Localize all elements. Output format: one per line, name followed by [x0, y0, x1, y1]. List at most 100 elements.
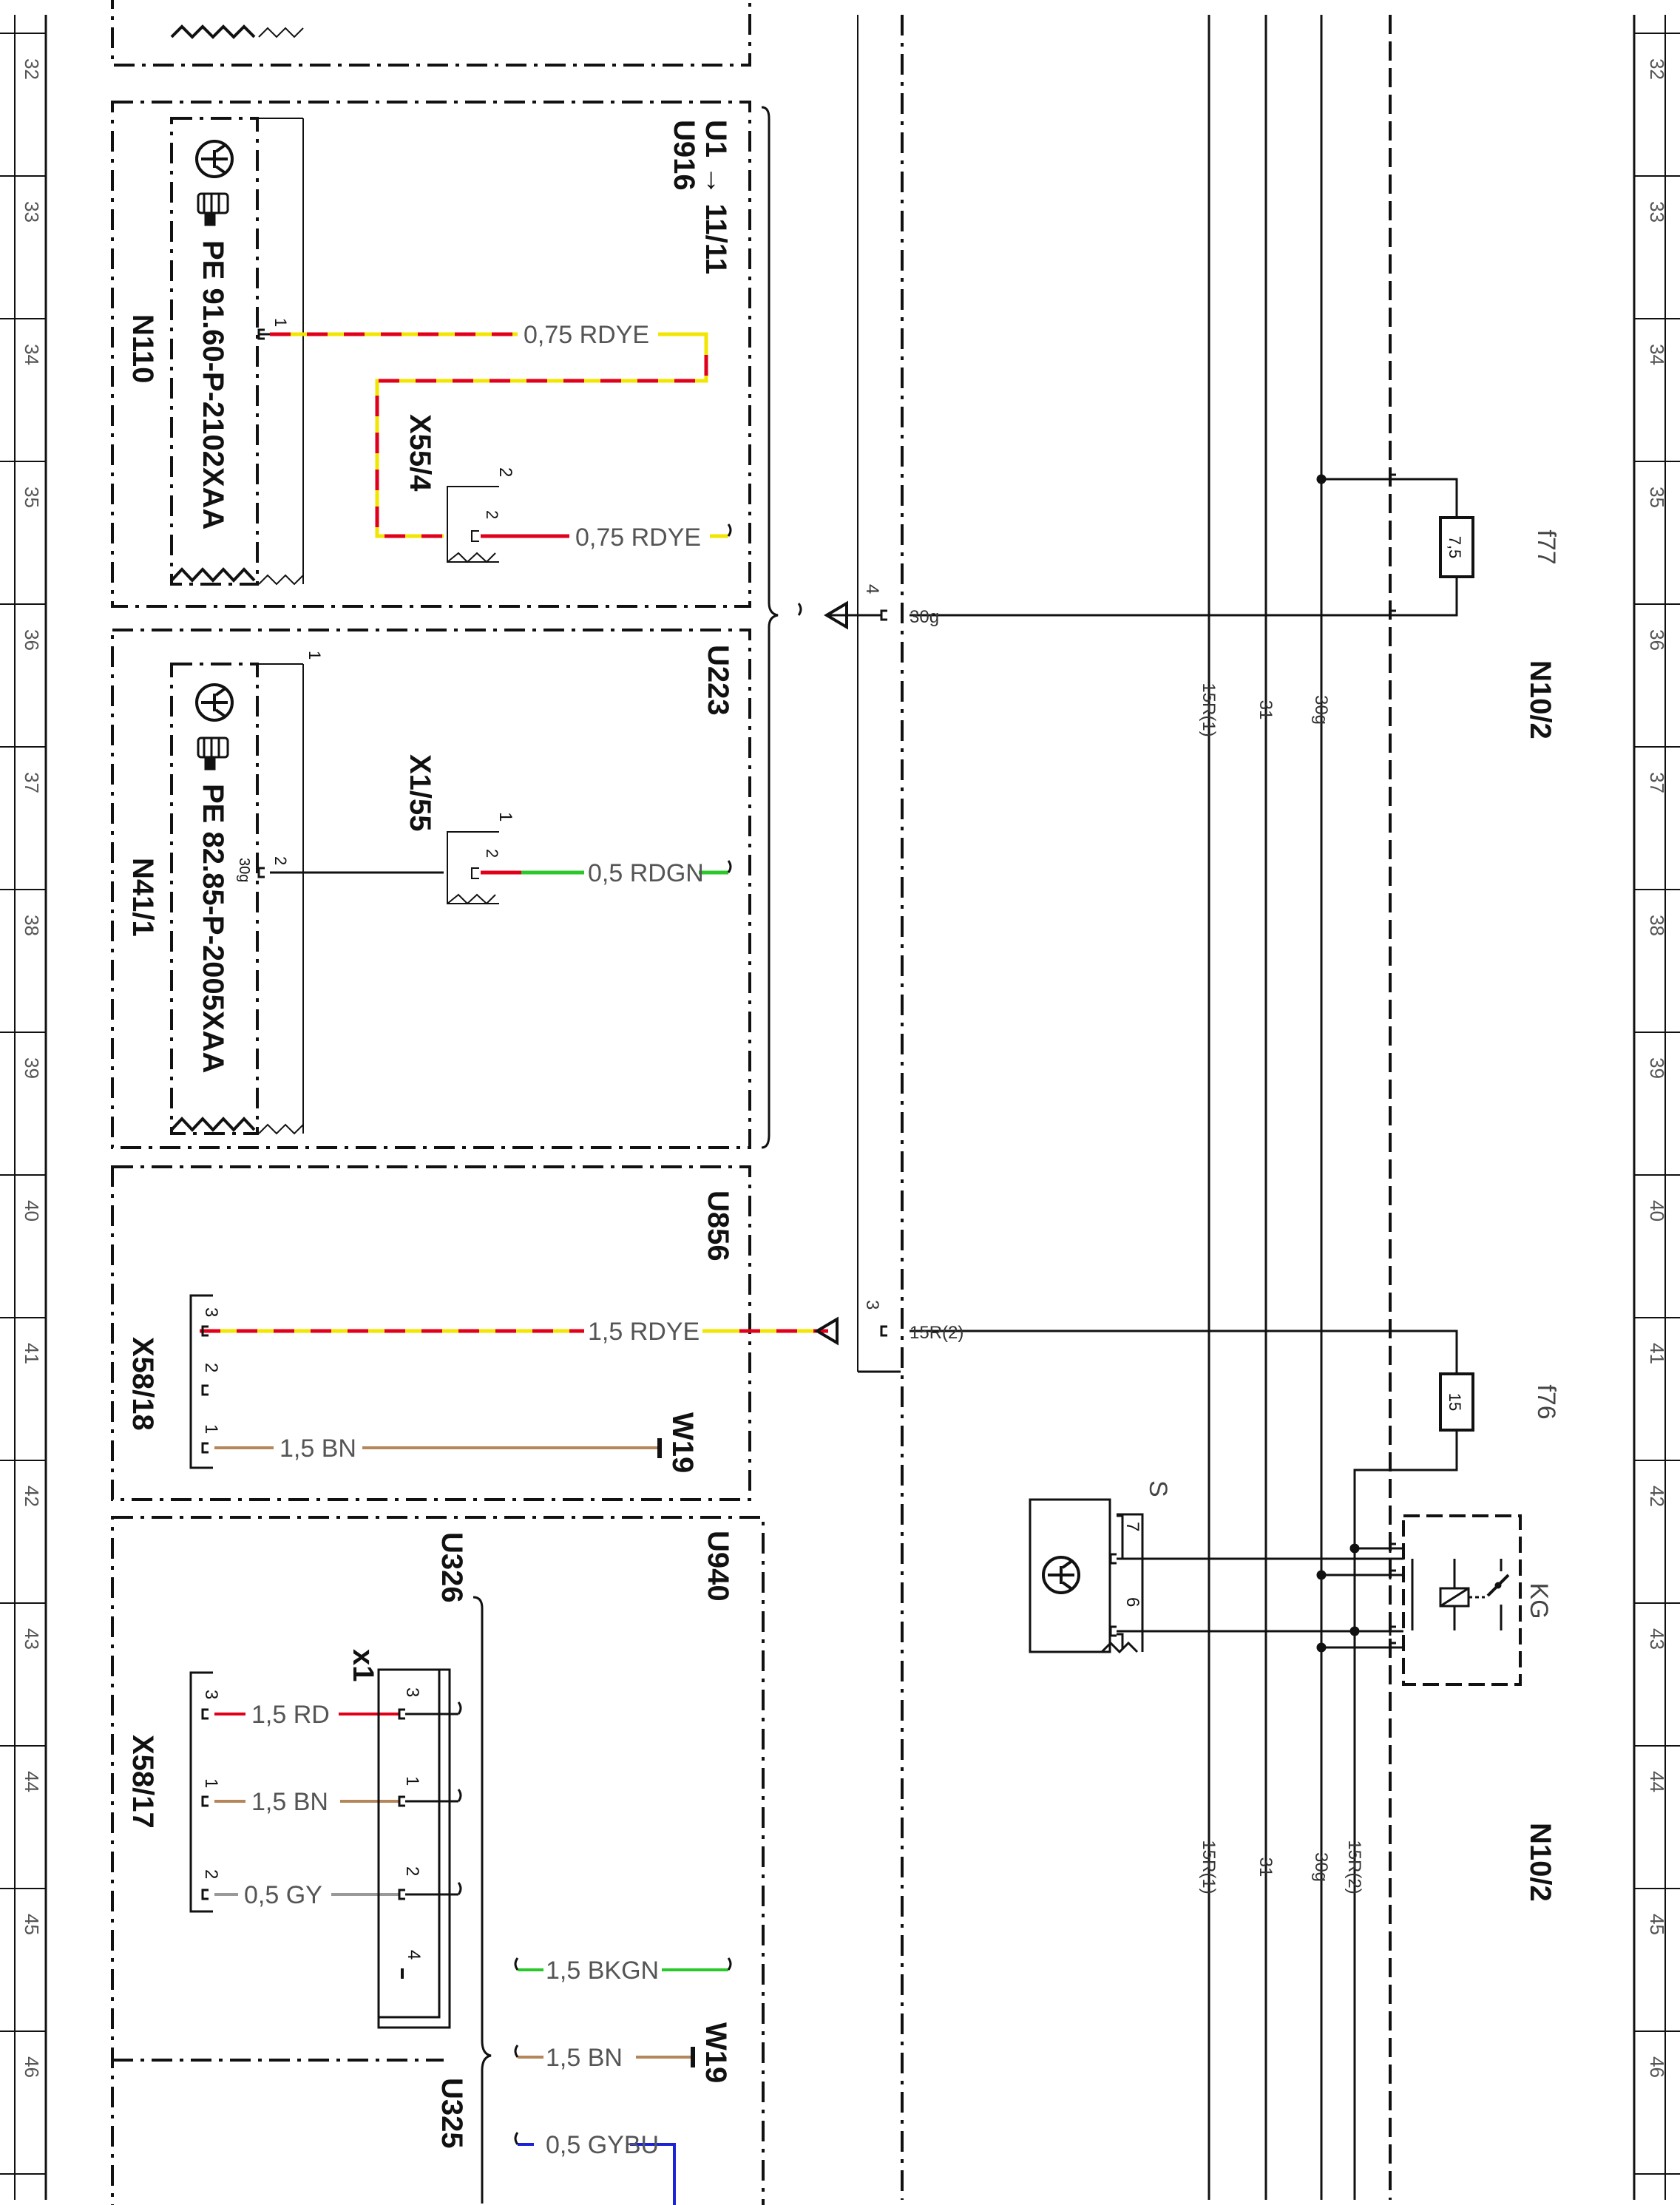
frame-u223-label: U223: [702, 645, 734, 716]
x58-18-connector: [189, 1294, 213, 1469]
fuse-f77-rating: 7,5: [1446, 536, 1464, 559]
wire-label-n41-1: 0,5 RDGN: [588, 859, 704, 887]
n41-1-pin: [257, 867, 265, 878]
component-s-pin-6: 6: [1122, 1597, 1142, 1607]
ruler-number: 37: [21, 772, 43, 793]
x58-17-pin-1: 1: [201, 1778, 221, 1788]
x55-4-pin-a: 2: [495, 467, 515, 477]
pin-3-label: 3: [862, 1300, 882, 1310]
x58-18-pin-2: 2: [201, 1363, 221, 1372]
w19-ref-a: W19: [666, 1412, 699, 1473]
x1-label: x1: [347, 1649, 379, 1682]
frame-u325-label: U325: [436, 2078, 468, 2149]
wire-label-bn: 1,5 BN: [546, 2044, 623, 2072]
n10-2-top-label: N10/2: [1524, 660, 1557, 739]
pin-4-label: 4: [862, 584, 882, 594]
bus-label-30g-bot: 30g: [1311, 1852, 1331, 1882]
ruler-number: 32: [21, 58, 43, 80]
x1-pin-4: 4: [404, 1950, 424, 1960]
bus-label-15r1-bot: 15R(1): [1199, 1840, 1219, 1894]
wire-label-n110-b: 0,75 RDYE: [575, 524, 701, 552]
wire-label-x58-18-3: 1,5 RDYE: [588, 1318, 700, 1346]
ruler-number: 36: [21, 629, 43, 651]
main-dividers: [857, 15, 1392, 2200]
frames: [111, 0, 1522, 2205]
frame-u326-label: U326: [436, 1532, 468, 1603]
x58-18-label: X58/18: [126, 1337, 159, 1431]
component-s: [1029, 1498, 1403, 1654]
ruler-number: 44: [21, 1771, 43, 1792]
x58-18-pin-3: 3: [201, 1307, 221, 1317]
pointing-hand-icon: [197, 192, 229, 226]
net-15r2-label: 15R(2): [910, 1323, 963, 1343]
ruler-number: 39: [1646, 1057, 1668, 1079]
transistor-circle-icon: [195, 140, 234, 178]
transistor-circle-icon: [1042, 1556, 1080, 1594]
frame-top-partial: [111, 0, 751, 67]
pointing-hand-icon: [197, 736, 229, 770]
frame-u916: [111, 101, 751, 608]
cu-edges: [170, 24, 304, 1135]
wire-label-x58-18-1: 1,5 BN: [280, 1435, 356, 1463]
w19-ref-b: W19: [700, 2022, 732, 2083]
x55-4-pin-b: 2: [483, 510, 501, 519]
x1-pin-2: 2: [402, 1866, 422, 1876]
component-labels: PE 91.60-P-2102XAA N110 PE 82.85-P-2005X…: [126, 120, 1557, 2149]
x55-4-connector: [447, 486, 499, 563]
ruler-number: 33: [21, 201, 43, 223]
wire-label-x58-17-2: 0,5 GY: [244, 1881, 322, 1909]
frame-u940-label: U940: [702, 1531, 734, 1602]
wire-break-marks: [514, 524, 732, 2145]
n110-part-label: PE 91.60-P-2102XAA: [197, 240, 229, 529]
n41-1-ref-label: N41/1: [126, 858, 159, 937]
n110-pin-number: 1: [271, 318, 290, 327]
x1-55-connector: [447, 831, 499, 905]
n110-ref-label: N110: [126, 314, 159, 383]
ruler-number: 46: [1646, 2056, 1668, 2078]
wire-label-gybu: 0,5 GYBU: [546, 2131, 659, 2159]
net-30g-label: 30g: [910, 607, 939, 627]
braces: [472, 106, 779, 2204]
ruler-number: 40: [21, 1200, 43, 1222]
wire-label-x58-17-3: 1,5 RD: [251, 1701, 330, 1729]
bus-label-31-top: 31: [1256, 700, 1276, 720]
n110-pin: [257, 328, 270, 340]
x1-connector: [377, 1668, 462, 2029]
ruler-number: 32: [1646, 58, 1668, 80]
center-connections: [797, 600, 1390, 1373]
ruler-number: 34: [21, 344, 43, 365]
frame-kg: [1402, 1514, 1522, 1686]
ruler-number: 43: [21, 1628, 43, 1650]
ruler-number: 42: [1646, 1486, 1668, 1507]
n41-1-part-label: PE 82.85-P-2005XAA: [197, 784, 229, 1073]
ruler-number: 45: [21, 1914, 43, 1935]
component-s-pin-7: 7: [1122, 1522, 1142, 1531]
wire-n110: [270, 332, 728, 538]
ruler-number: 39: [21, 1057, 43, 1079]
x55-4-label: X55/4: [404, 414, 436, 492]
x58-17-label: X58/17: [126, 1735, 159, 1829]
ruler-number: 42: [21, 1486, 43, 1507]
frame-n41-1: [170, 663, 259, 1135]
ruler-number: 37: [1646, 772, 1668, 793]
fuse-f76-rating: 15: [1446, 1393, 1464, 1411]
component-s-label: S: [1144, 1480, 1172, 1497]
frame-u856: [111, 1165, 751, 1501]
ruler-number: 41: [21, 1343, 43, 1364]
ruler-number: 34: [1646, 344, 1668, 365]
x1-pin-3: 3: [402, 1687, 422, 1697]
fuse-f76: [1353, 1330, 1474, 1479]
n41-1-pin-number: 2: [271, 856, 290, 865]
n10-2-bottom-label: N10/2: [1524, 1823, 1557, 1902]
wire-label-n110-a: 0,75 RDYE: [524, 321, 649, 349]
ruler-number: 35: [21, 487, 43, 508]
frame-u916-line2: U916: [668, 120, 700, 191]
x1-55-label: X1/55: [404, 754, 436, 832]
frame-n110: [170, 117, 259, 586]
wire-x58-17: [214, 1713, 399, 1896]
fuse-f77-label: f77: [1532, 529, 1560, 564]
ruler-number: 38: [1646, 915, 1668, 936]
ruler-number: 46: [21, 2056, 43, 2078]
